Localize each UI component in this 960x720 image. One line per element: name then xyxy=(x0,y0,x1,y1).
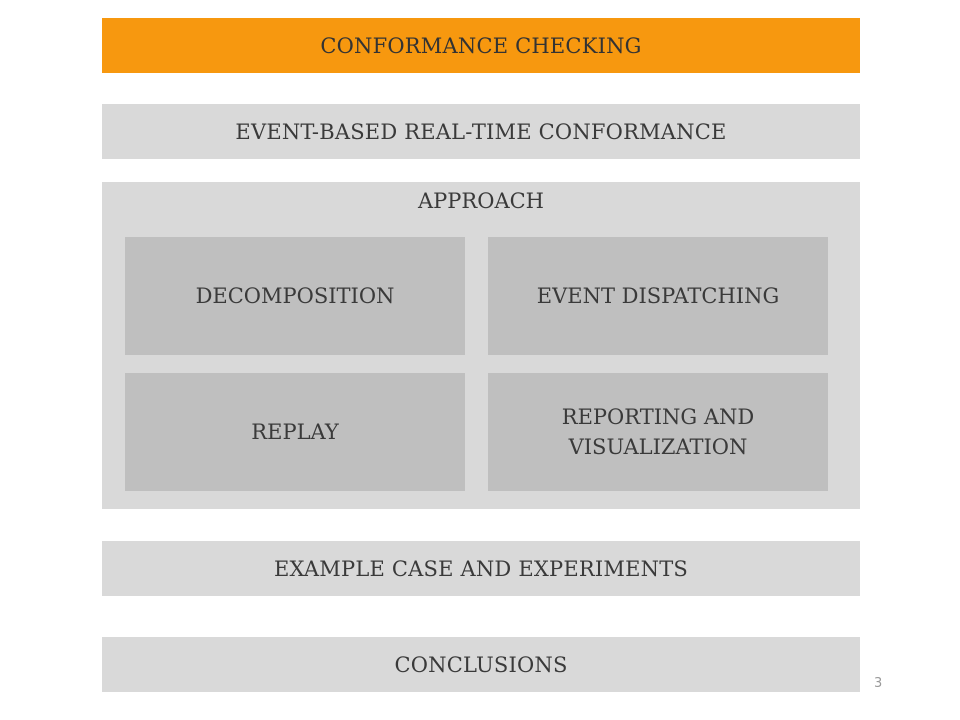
approach-item-replay: REPLAY xyxy=(125,373,465,491)
approach-item-event-dispatching: EVENT DISPATCHING xyxy=(488,237,828,355)
outline-item-example-case: EXAMPLE CASE AND EXPERIMENTS xyxy=(102,541,860,596)
outline-item-label: CONFORMANCE CHECKING xyxy=(320,33,642,58)
page-number: 3 xyxy=(874,676,883,691)
outline-item-event-based-conformance: EVENT-BASED REAL-TIME CONFORMANCE xyxy=(102,104,860,159)
approach-title: APPROACH xyxy=(418,189,544,213)
approach-item-label: DECOMPOSITION xyxy=(195,284,395,308)
approach-item-label: EVENT DISPATCHING xyxy=(536,284,780,308)
approach-item-label: REPORTING AND VISUALIZATION xyxy=(561,405,755,459)
outline-item-conformance-checking: CONFORMANCE CHECKING xyxy=(102,18,860,73)
approach-item-decomposition: DECOMPOSITION xyxy=(125,237,465,355)
outline-item-label: CONCLUSIONS xyxy=(394,652,568,677)
approach-item-reporting-visualization: REPORTING AND VISUALIZATION xyxy=(488,373,828,491)
outline-item-label: EXAMPLE CASE AND EXPERIMENTS xyxy=(273,556,688,581)
approach-section: APPROACH DECOMPOSITION EVENT DISPATCHING… xyxy=(102,182,860,509)
outline-item-label: EVENT-BASED REAL-TIME CONFORMANCE xyxy=(235,119,727,144)
outline-item-conclusions: CONCLUSIONS xyxy=(102,637,860,692)
approach-item-label: REPLAY xyxy=(251,420,339,444)
